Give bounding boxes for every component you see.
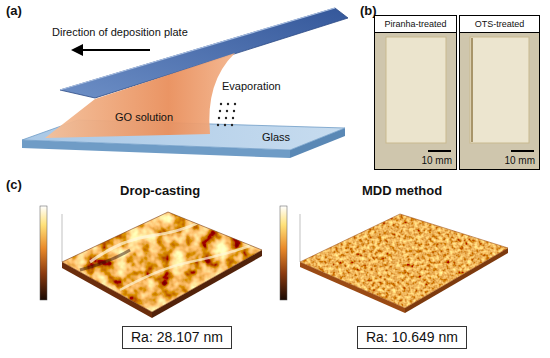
- photo-cell: OTS-treated 10 mm: [459, 15, 540, 170]
- slide-edge: [471, 38, 473, 142]
- part-label: GO solution: [115, 111, 173, 124]
- direction-arrow-head: [71, 44, 83, 56]
- panel-letter: (c): [6, 178, 22, 193]
- direction-arrow-shaft: [80, 49, 150, 51]
- roughness-box: Ra: 28.107 nm: [122, 326, 232, 349]
- roughness-value: Ra: 10.649 nm: [366, 329, 458, 345]
- column-header: Piranha-treated: [375, 16, 456, 33]
- evaporation-dots: [217, 103, 236, 126]
- column-header: OTS-treated: [460, 16, 539, 33]
- part-label: Glass: [262, 131, 290, 144]
- slide-photo: [470, 37, 529, 143]
- photo-background: [460, 32, 539, 169]
- scale-label: 10 mm: [421, 155, 452, 167]
- surface-outline: [300, 214, 508, 308]
- part-label: Evaporation: [222, 80, 281, 93]
- axis-line: [300, 214, 301, 262]
- go-solution: [45, 53, 235, 138]
- photo-background: [375, 32, 456, 169]
- photo-cell: Piranha-treated 10 mm: [374, 15, 457, 170]
- roughness-value: Ra: 28.107 nm: [131, 329, 223, 345]
- surface-outline: [62, 212, 262, 312]
- afm-surface: [295, 205, 515, 315]
- axis-line: [62, 214, 63, 262]
- scale-label: 10 mm: [504, 155, 535, 167]
- scale-bar: [511, 150, 534, 152]
- roughness-box: Ra: 10.649 nm: [357, 326, 467, 349]
- scale-bar: [428, 150, 451, 152]
- color-bar: [40, 206, 47, 300]
- color-bar: [280, 206, 287, 300]
- arrow-label: Direction of deposition plate: [52, 26, 188, 39]
- slide-photo: [386, 37, 446, 143]
- afm-surface: [55, 205, 270, 320]
- panel-letter: (a): [6, 4, 22, 19]
- panel-title: MDD method: [362, 184, 442, 199]
- panel-title: Drop-casting: [120, 184, 200, 199]
